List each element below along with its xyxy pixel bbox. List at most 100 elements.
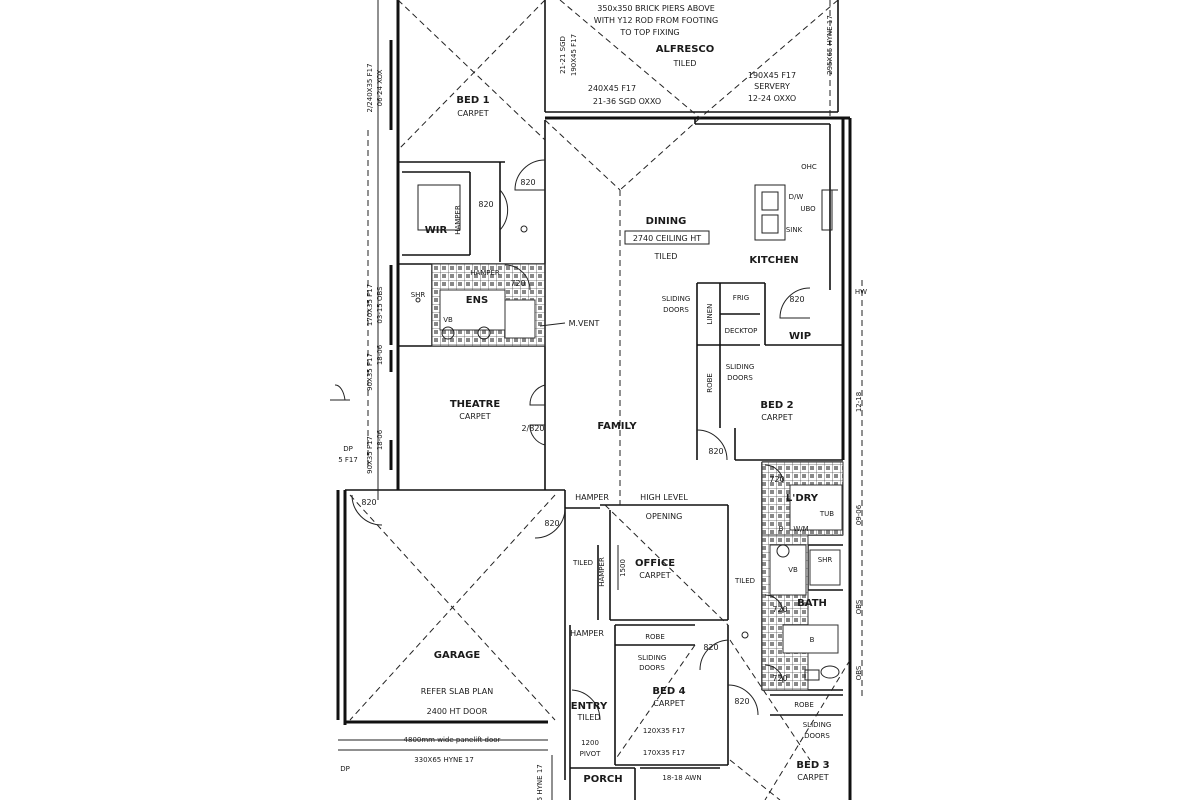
room-bath: BATH — [797, 598, 827, 609]
note-hyne-vertical: 65 HYNE 17 — [536, 764, 544, 800]
note-shr-bath: SHR — [818, 556, 833, 564]
note-tiled-hall: TILED — [572, 559, 593, 567]
note-b1: B — [779, 525, 784, 533]
room-alfresco: ALFRESCO — [656, 44, 715, 55]
room-ens: ENS — [466, 295, 488, 306]
note-right-1218: 12-18 — [855, 392, 863, 412]
note-servery-3: 12-24 OXXO — [748, 94, 796, 103]
room-bed3: BED 3 — [796, 760, 829, 771]
note-beam-240: 240X45 F17 — [588, 84, 636, 93]
room-dining-ceiling: 2740 CEILING HT — [633, 234, 701, 243]
room-bed1-finish: CARPET — [457, 109, 488, 118]
door-820-bed4-top: 820 — [703, 643, 718, 652]
note-sliding-bed4-1: SLIDING — [638, 654, 667, 662]
note-dw: D/W — [789, 193, 804, 201]
note-piers-1: 350x350 BRICK PIERS ABOVE — [597, 4, 715, 13]
note-servery-2: SERVERY — [754, 82, 790, 91]
note-shr-ens: SHR — [411, 291, 426, 299]
door-820-garage-left: 820 — [361, 498, 376, 507]
note-sink: SINK — [786, 226, 803, 234]
room-entry: ENTRY — [571, 701, 608, 712]
note-awn: 18-18 AWN — [662, 774, 701, 782]
note-left-170: 170X35 F17 — [366, 284, 374, 326]
note-piers-2: WITH Y12 ROD FROM FOOTING — [594, 16, 718, 25]
note-wm: W/M — [793, 525, 808, 533]
annotation-marks — [330, 189, 838, 401]
note-dp-top: DP — [343, 445, 353, 453]
note-robe-bed4: ROBE — [645, 633, 665, 641]
room-ldry: L'DRY — [786, 493, 819, 504]
note-left-1806b: 18-06 — [376, 429, 384, 450]
note-piers-3: TO TOP FIXING — [619, 28, 679, 37]
room-bed2: BED 2 — [760, 400, 793, 411]
room-bed1: BED 1 — [456, 95, 489, 106]
note-high-level: HIGH LEVEL — [640, 493, 688, 502]
note-vb-bath: VB — [788, 566, 798, 574]
door-820-wip: 820 — [789, 295, 804, 304]
mvent-leader — [539, 322, 566, 327]
note-ohc: OHC — [801, 163, 817, 171]
note-left-90b: 90X35 F17 — [366, 436, 374, 474]
note-mvent: M.VENT — [569, 319, 600, 328]
note-frig: FRIG — [733, 294, 749, 302]
note-hw: HW — [855, 288, 867, 296]
note-tiled-right: TILED — [734, 577, 755, 585]
note-sliding-bed3-1: SLIDING — [803, 721, 832, 729]
room-bed4: BED 4 — [652, 686, 685, 697]
note-right-obs2: OBS — [855, 665, 863, 680]
note-pivot-2: PIVOT — [580, 750, 601, 758]
garage-note-door: 2400 HT DOOR — [427, 707, 488, 716]
ceiling-height-box — [624, 230, 710, 245]
note-ubo: UBO — [800, 205, 816, 213]
garage-note-slab: REFER SLAB PLAN — [421, 687, 494, 696]
door-720-bath1: 720 — [772, 605, 787, 614]
door-720-ens: 720 — [510, 279, 525, 288]
note-sliding-dining-2: DOORS — [663, 306, 689, 314]
note-hamper-entry: HAMPER — [570, 629, 604, 638]
note-right-0906: 09-06 — [855, 504, 863, 525]
room-wip: WIP — [789, 331, 811, 342]
door-720-bath2: 720 — [772, 674, 787, 683]
room-office-finish: CARPET — [639, 571, 670, 580]
note-hamper-wir: HAMPER — [454, 205, 462, 235]
note-beam-120: 120X35 F17 — [643, 727, 685, 735]
door-820-garage-right: 820 — [544, 519, 559, 528]
door-820-bed1: 820 — [520, 178, 535, 187]
note-vb-ens: VB — [443, 316, 453, 324]
note-hamper-office: HAMPER — [598, 557, 606, 587]
fixtures — [415, 184, 840, 681]
door-720-ldry: 720 — [769, 475, 784, 484]
room-bed2-finish: CARPET — [761, 413, 792, 422]
note-sliding-bed2-2: DOORS — [727, 374, 753, 382]
note-hamper-ens: HAMPER — [470, 269, 500, 277]
note-left-f17: 5 F17 — [338, 456, 358, 464]
note-left-1806a: 18-06 — [376, 344, 384, 365]
room-kitchen: KITCHEN — [749, 255, 798, 266]
room-bed4-finish: CARPET — [653, 699, 684, 708]
room-entry-finish: TILED — [577, 713, 601, 722]
note-sliding-dining-1: SLIDING — [662, 295, 691, 303]
room-family: FAMILY — [597, 421, 637, 432]
room-wir: WIR — [425, 225, 448, 236]
room-porch: PORCH — [583, 774, 622, 785]
room-theatre-finish: CARPET — [459, 412, 490, 421]
note-sgd-2: 190X45 F17 — [570, 34, 578, 76]
note-sgd-oxxo: 21-36 SGD OXXO — [593, 97, 661, 106]
door-2-820: 2/820 — [521, 424, 544, 433]
note-hyne-right: 295X65 HYNE 17 — [826, 15, 834, 75]
note-linen: LINEN — [706, 304, 714, 325]
note-robe-bed2: ROBE — [706, 373, 714, 393]
note-left-obs: 03-15 OBS — [376, 286, 384, 324]
note-tub: TUB — [819, 510, 834, 518]
note-robe-bed3: ROBE — [794, 701, 814, 709]
note-beam-170: 170X35 F17 — [643, 749, 685, 757]
room-theatre: THEATRE — [450, 399, 501, 410]
tiled-wet-areas — [431, 263, 844, 691]
note-dp-bottom: DP — [340, 765, 350, 773]
note-pivot-1: 1200 — [581, 739, 599, 747]
note-left-beam-2: 06-24 XOX — [376, 69, 384, 106]
note-sliding-bed4-2: DOORS — [639, 664, 665, 672]
room-dining: DINING — [646, 216, 687, 227]
walls — [336, 0, 852, 800]
